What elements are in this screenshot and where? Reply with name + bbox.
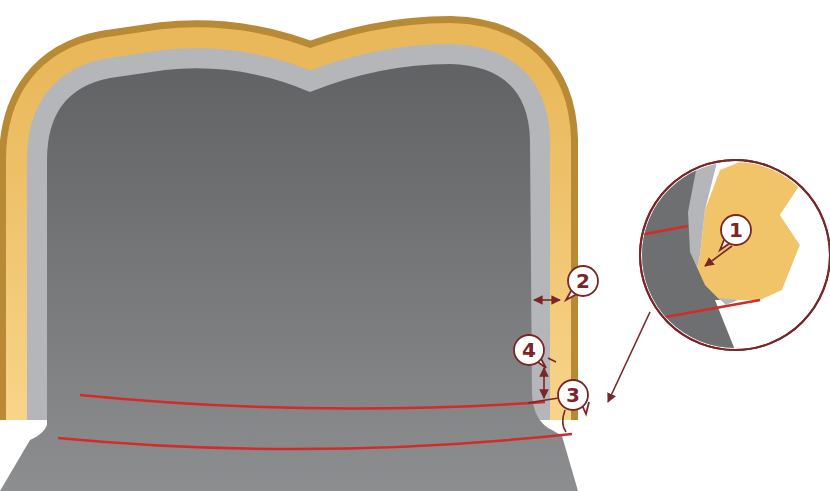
tooth-stump xyxy=(0,64,578,491)
callout-number: 4 xyxy=(522,340,536,360)
callout-number: 2 xyxy=(576,271,590,291)
callout-number: 3 xyxy=(566,385,580,405)
callout-badges xyxy=(514,215,751,414)
margin-line xyxy=(80,395,545,409)
margin-line xyxy=(58,434,572,449)
callout-number: 1 xyxy=(729,220,743,240)
leader-lines xyxy=(528,300,650,432)
magnified-margin xyxy=(640,150,830,350)
